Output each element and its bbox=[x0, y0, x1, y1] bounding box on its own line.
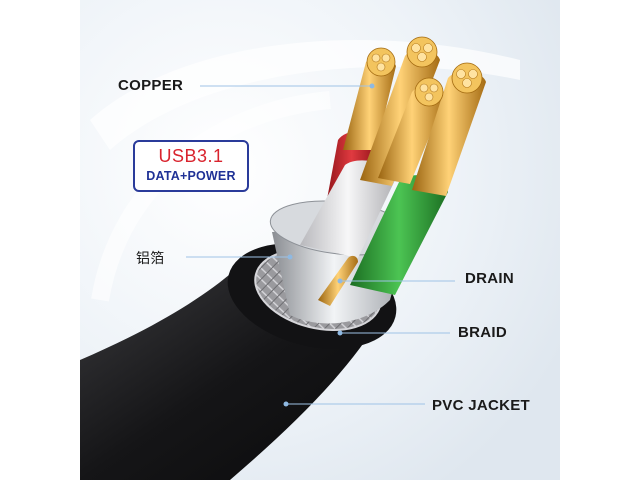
backdrop-swoosh bbox=[90, 40, 520, 150]
wire-white bbox=[300, 160, 396, 258]
label-copper: COPPER bbox=[118, 77, 184, 94]
leader-lines bbox=[186, 85, 455, 405]
copper-strand-1 bbox=[343, 57, 396, 150]
wire-green bbox=[350, 175, 448, 295]
label-foil: 铝箔 bbox=[136, 251, 165, 267]
copper-strand-dots bbox=[371, 43, 478, 102]
badge-title: USB3.1 bbox=[158, 146, 224, 166]
copper-strand-4 bbox=[412, 71, 486, 196]
label-drain: DRAIN bbox=[465, 270, 514, 287]
usb-badge: USB3.1 DATA+POWER bbox=[133, 140, 249, 192]
copper-strand-3 bbox=[378, 85, 446, 184]
badge-subtitle: DATA+POWER bbox=[146, 169, 236, 183]
label-braid: BRAID bbox=[458, 324, 507, 341]
leader-dots bbox=[283, 83, 375, 407]
label-pvc-jacket: PVC JACKET bbox=[432, 397, 531, 414]
